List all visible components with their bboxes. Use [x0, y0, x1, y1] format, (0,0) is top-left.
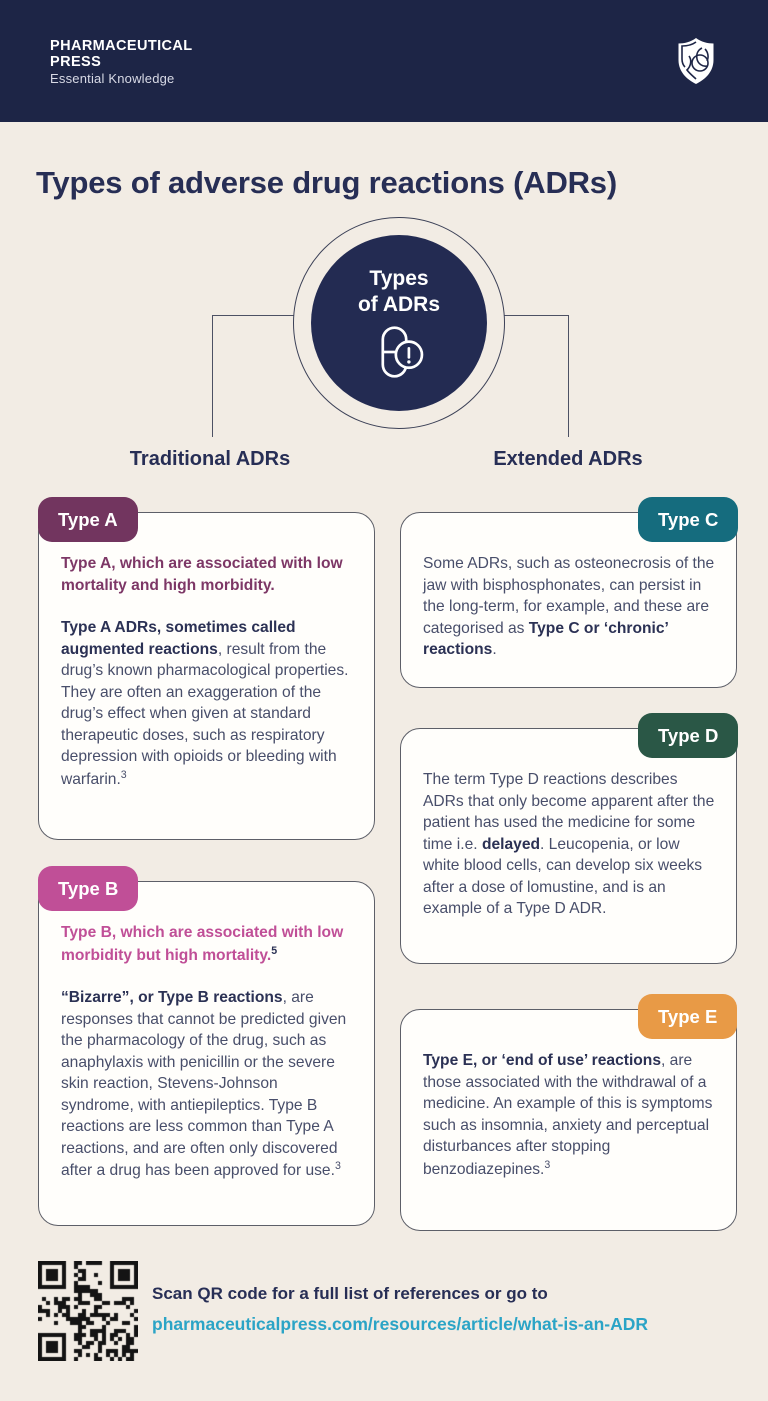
brand-tagline: Essential Knowledge — [50, 71, 175, 87]
column-heading-traditional: Traditional ADRs — [129, 448, 291, 470]
footer-text: Scan QR code for a full list of referenc… — [152, 1284, 732, 1335]
brand-logo: PHARMACEUTICAL PRESS Essential Knowledge — [50, 38, 193, 87]
hub-circle: Types of ADRs — [311, 235, 487, 411]
type-c-body-text: Some ADRs, such as osteonecrosis of the … — [423, 555, 715, 659]
footer-scan-label: Scan QR code for a full list of referenc… — [152, 1284, 548, 1303]
column-heading-extended: Extended ADRs — [493, 448, 643, 470]
type-b-body-text: “Bizarre”, or Type B reactions, are resp… — [61, 989, 347, 1180]
type-c-card: Some ADRs, such as osteonecrosis of the … — [400, 512, 737, 688]
footer-reference-link[interactable]: pharmaceuticalpress.com/resources/articl… — [152, 1314, 649, 1334]
type-b-heading-text: Type B, which are associated with low mo… — [61, 924, 344, 964]
connector-left-line — [212, 315, 213, 437]
type-a-card: Type A, which are associated with low mo… — [38, 512, 375, 840]
connector-right-line — [568, 315, 569, 437]
header-bar: PHARMACEUTICAL PRESS Essential Knowledge — [0, 0, 768, 122]
type-a-body-text: Type A ADRs, sometimes called augmented … — [61, 619, 349, 788]
type-c-badge: Type C — [638, 497, 739, 542]
brand-line1: PHARMACEUTICAL — [50, 38, 193, 54]
qr-code — [38, 1261, 138, 1361]
type-e-card: Type E, or ‘end of use’ reactions, are t… — [400, 1009, 737, 1231]
type-e-badge: Type E — [638, 994, 738, 1039]
hub-label-line2: of ADRs — [357, 293, 441, 316]
type-a-badge: Type A — [38, 497, 138, 542]
pill-alert-icon — [381, 326, 424, 378]
type-b-card: Type B, which are associated with low mo… — [38, 881, 375, 1226]
type-d-badge: Type D — [638, 713, 739, 758]
type-a-heading-text: Type A, which are associated with low mo… — [61, 555, 343, 594]
type-b-badge: Type B — [38, 866, 139, 911]
brand-line2: PRESS — [50, 54, 102, 71]
type-d-card: The term Type D reactions describes ADRs… — [400, 728, 737, 964]
type-e-body-text: Type E, or ‘end of use’ reactions, are t… — [423, 1052, 713, 1178]
page-title: Types of adverse drug reactions (ADRs) — [36, 164, 617, 200]
hub-label: Types of ADRs — [358, 266, 440, 319]
shield-icon — [678, 38, 714, 84]
type-d-body-text: The term Type D reactions describes ADRs… — [423, 771, 715, 918]
hub-label-line1: Types — [369, 266, 429, 290]
